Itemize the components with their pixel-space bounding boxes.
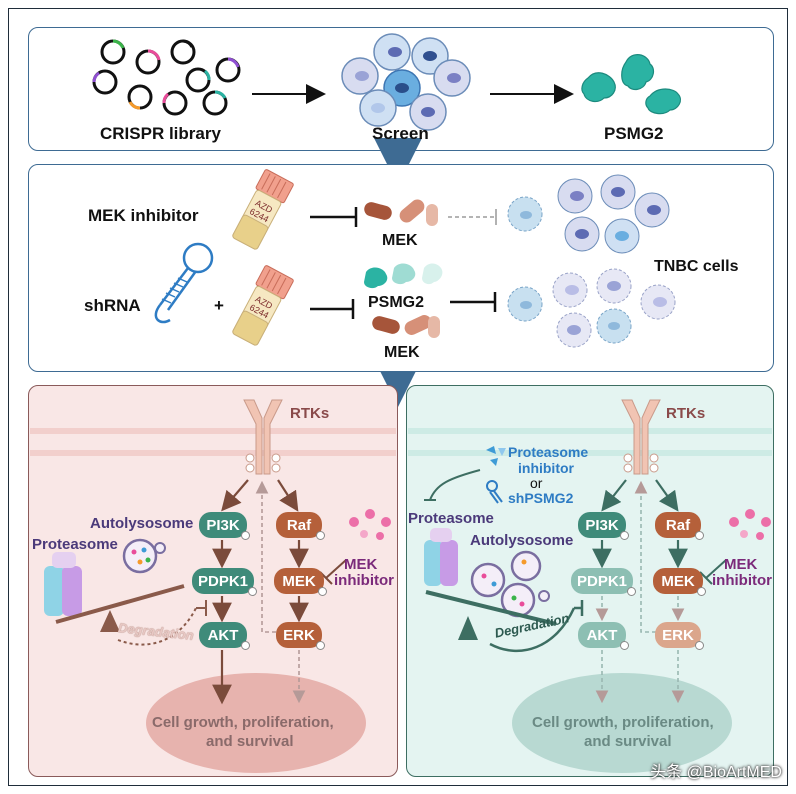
- right-autolysosome-label: Autolysosome: [470, 532, 574, 549]
- right-inhibit-mek: [699, 559, 727, 585]
- mek-protein-icons-row1: [364, 199, 438, 226]
- watermark-text: 头条 @BioArtMED: [650, 764, 782, 781]
- right-node-pi3k: PI3K: [578, 512, 629, 540]
- right-proteasome-inhibitor-icon: [486, 446, 506, 466]
- left-rtk-receptor-icon: [243, 399, 283, 475]
- plus-sign: +: [214, 296, 224, 315]
- right-inhibit-proteasome-line: [429, 469, 481, 501]
- left-membrane: [30, 428, 396, 456]
- right-rtk-receptor-icon: [621, 399, 661, 475]
- left-seesaw-icon: [55, 584, 185, 632]
- right-proteasome-icon: [424, 528, 458, 586]
- left-feedback-erk-rtk: [255, 480, 276, 633]
- left-mek-inhibitor-dots-icon: [349, 509, 391, 540]
- left-outcome-line2: and survival: [206, 733, 294, 750]
- right-outcome-line1: Cell growth, proliferation,: [532, 714, 714, 731]
- tnbc-cells-group1: [557, 174, 670, 254]
- inhibit-psmg2-row2: [310, 299, 355, 319]
- left-raf-text: Raf: [286, 516, 312, 534]
- drug-tube-icon-2: AZD 6244: [232, 265, 294, 346]
- right-rtks-label: RTKs: [666, 405, 706, 422]
- left-node-erk: ERK: [276, 622, 325, 650]
- left-autolysosome-icon: [122, 538, 166, 574]
- right-mek-inhibitor-label-1: MEK: [724, 556, 758, 573]
- left-akt-text: AKT: [207, 626, 239, 644]
- right-shpsmg2-label: shPSMG2: [508, 490, 574, 506]
- left-arrow-rtk-raf: [277, 479, 299, 512]
- shrna-label: shRNA: [84, 296, 141, 315]
- figure-frame: [8, 8, 788, 786]
- right-proteasome-inhibitor-label-2: inhibitor: [518, 460, 574, 476]
- right-arrow-rtk-pi3k: [601, 479, 627, 512]
- right-feedback-erk-rtk: [634, 480, 656, 633]
- right-proteasome-label: Proteasome: [408, 510, 494, 527]
- right-arrow-rtk-raf: [655, 479, 679, 512]
- left-autolysosome-label: Autolysosome: [90, 515, 194, 532]
- right-erk-text: ERK: [662, 626, 694, 644]
- right-akt-text: AKT: [586, 626, 618, 644]
- crispr-library-label: CRISPR library: [100, 124, 221, 143]
- drug-tube-icon: AZD 6244: [232, 169, 294, 250]
- left-rtks-label: RTKs: [290, 405, 330, 422]
- screen-label: Screen: [372, 124, 429, 143]
- screen-cell-icons: [341, 33, 471, 131]
- right-degradation-arrow: [489, 607, 576, 653]
- left-arrow-rtk-pi3k: [221, 479, 249, 512]
- right-shpsmg2-icon: [486, 480, 503, 504]
- right-seesaw-icon: [425, 590, 557, 640]
- weak-inhibit-row1: [448, 209, 497, 225]
- right-node-raf: Raf: [655, 512, 704, 540]
- right-membrane: [408, 428, 772, 456]
- left-proteasome-label: Proteasome: [32, 536, 118, 553]
- right-raf-text: Raf: [665, 516, 691, 534]
- left-mek-text: MEK: [282, 572, 316, 590]
- left-node-pdpk1: PDPK1: [192, 568, 257, 596]
- right-proteasome-inhibitor-label-1: Proteasome: [508, 444, 589, 460]
- left-node-mek: MEK: [274, 568, 327, 596]
- left-outcome-blob: [146, 673, 366, 773]
- dim-cell-row1: [507, 196, 543, 232]
- psmg2-protein-icons-row2: [364, 263, 443, 289]
- left-node-pi3k: PI3K: [199, 512, 250, 540]
- crispr-plasmid-icons: [92, 39, 241, 116]
- left-erk-text: ERK: [283, 626, 315, 644]
- left-pdpk1-text: PDPK1: [197, 572, 249, 590]
- right-node-akt: AKT: [578, 622, 629, 650]
- inhibit-cells-row2: [450, 292, 497, 312]
- mek-inhibitor-label: MEK inhibitor: [88, 206, 199, 225]
- right-degradation-inhibit: [574, 600, 584, 616]
- mek-label-top: MEK: [382, 232, 418, 249]
- right-or-label: or: [530, 475, 543, 491]
- psmg2-protein-icons: [581, 54, 682, 115]
- psmg2-middle-label: PSMG2: [368, 294, 425, 311]
- psmg2-label: PSMG2: [604, 124, 664, 143]
- right-node-erk: ERK: [655, 622, 704, 650]
- left-mek-inhibitor-label-2: inhibitor: [334, 572, 394, 589]
- left-proteasome-icon: [44, 552, 82, 616]
- right-node-mek: MEK: [653, 568, 706, 596]
- mek-protein-icons-row2: [372, 315, 440, 338]
- right-mek-text: MEK: [661, 572, 695, 590]
- left-pi3k-text: PI3K: [206, 516, 240, 534]
- left-mek-inhibitor-label-1: MEK: [344, 556, 378, 573]
- right-mek-inhibitor-dots-icon: [729, 509, 771, 540]
- left-node-raf: Raf: [276, 512, 325, 540]
- right-outcome-line2: and survival: [584, 733, 672, 750]
- left-node-akt: AKT: [199, 622, 250, 650]
- right-autolysosome-icon: [470, 550, 550, 618]
- tnbc-cells-label: TNBC cells: [654, 258, 739, 275]
- right-node-pdpk1: PDPK1: [571, 568, 636, 596]
- mek-label-bottom: MEK: [384, 344, 420, 361]
- right-pdpk1-text: PDPK1: [576, 572, 628, 590]
- right-pi3k-text: PI3K: [585, 516, 619, 534]
- left-degradation-inhibit: [196, 600, 207, 616]
- dim-cells-group2: [507, 268, 676, 348]
- shrna-hairpin-icon: [154, 242, 214, 324]
- left-outcome-line1: Cell growth, proliferation,: [152, 714, 334, 731]
- inhibit-mek-row1: [310, 207, 358, 227]
- right-mek-inhibitor-label-2: inhibitor: [712, 572, 772, 589]
